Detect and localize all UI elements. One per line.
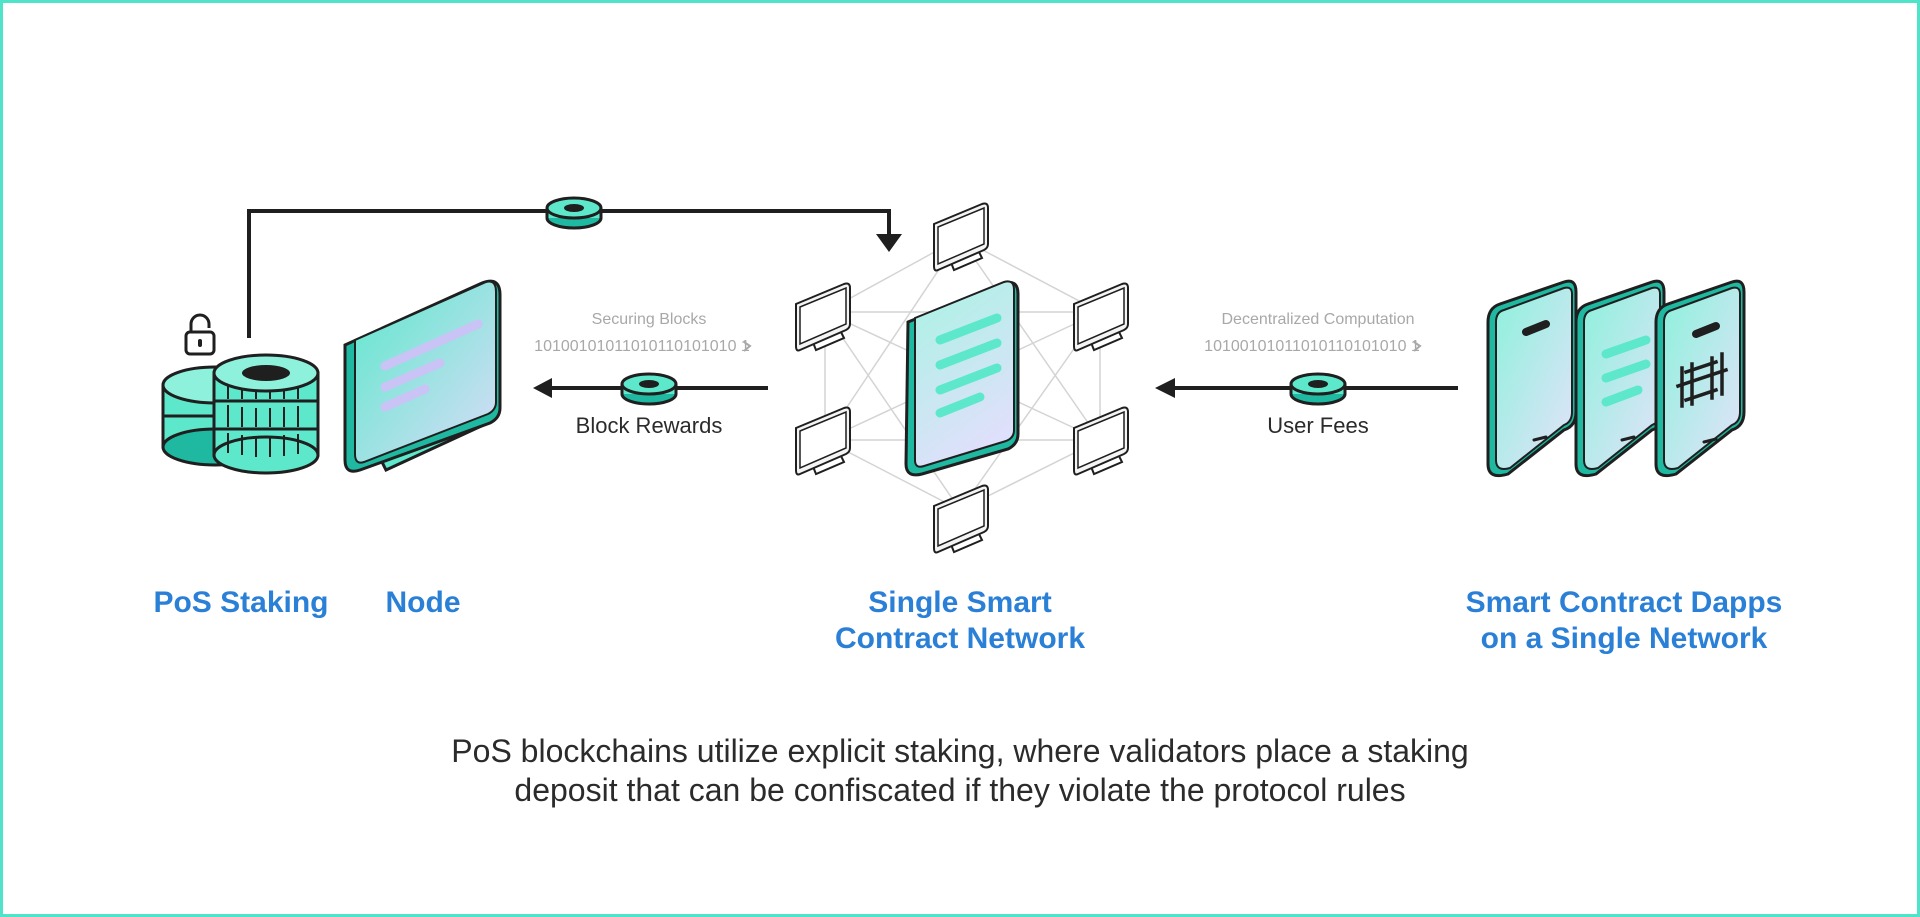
peer-monitor-icon <box>933 484 989 554</box>
lock-icon <box>184 313 216 356</box>
node-monitor-icon <box>343 279 502 473</box>
token-icon <box>545 196 603 230</box>
network-hub-icon <box>795 202 1129 554</box>
user-fees-label: User Fees <box>1267 413 1368 438</box>
token-icon <box>1289 372 1347 406</box>
left-bits-text: 10100101011010110101010 1 <box>534 338 750 355</box>
peer-monitor-icon <box>795 406 851 476</box>
caption-line1: PoS blockchains utilize explicit staking… <box>451 733 1469 769</box>
peer-monitor-icon <box>933 202 989 272</box>
right-bits-text: 10100101011010110101010 1 <box>1204 338 1420 355</box>
token-icon <box>620 372 678 406</box>
block-rewards-label: Block Rewards <box>576 413 723 438</box>
securing-blocks-text: Securing Blocks <box>592 311 707 328</box>
dapp-phone-icon <box>1654 279 1746 478</box>
arrow-left-icon <box>1155 378 1175 398</box>
peer-monitor-icon <box>1073 406 1129 476</box>
dapp-phone-icon <box>1486 279 1578 478</box>
caption: PoS blockchains utilize explicit staking… <box>360 732 1560 810</box>
chevron-right-icon <box>743 341 752 352</box>
hyperledger-logo-icon <box>1675 352 1729 408</box>
chevron-right-icon <box>1413 341 1422 352</box>
network-label-line2: Contract Network <box>835 622 1085 655</box>
dapp-phone-icon <box>1574 279 1666 478</box>
dapps-label-line2: on a Single Network <box>1481 622 1768 655</box>
coin-stack-icon <box>161 353 320 475</box>
block-rewards-flow: Securing Blocks 10100101011010110101010 … <box>533 311 768 438</box>
node-label: Node <box>386 586 461 619</box>
peer-monitor-icon <box>795 282 851 352</box>
arrow-left-icon <box>533 378 552 398</box>
decentralized-computation-text: Decentralized Computation <box>1222 311 1415 328</box>
network-label-line1: Single Smart <box>868 586 1051 619</box>
peer-monitor-icon <box>1073 282 1129 352</box>
pos-staking-label: PoS Staking <box>153 586 328 619</box>
caption-line2: deposit that can be confiscated if they … <box>514 772 1406 808</box>
dapps-label-line1: Smart Contract Dapps <box>1466 586 1783 619</box>
user-fees-flow: Decentralized Computation 10100101011010… <box>1155 311 1458 438</box>
